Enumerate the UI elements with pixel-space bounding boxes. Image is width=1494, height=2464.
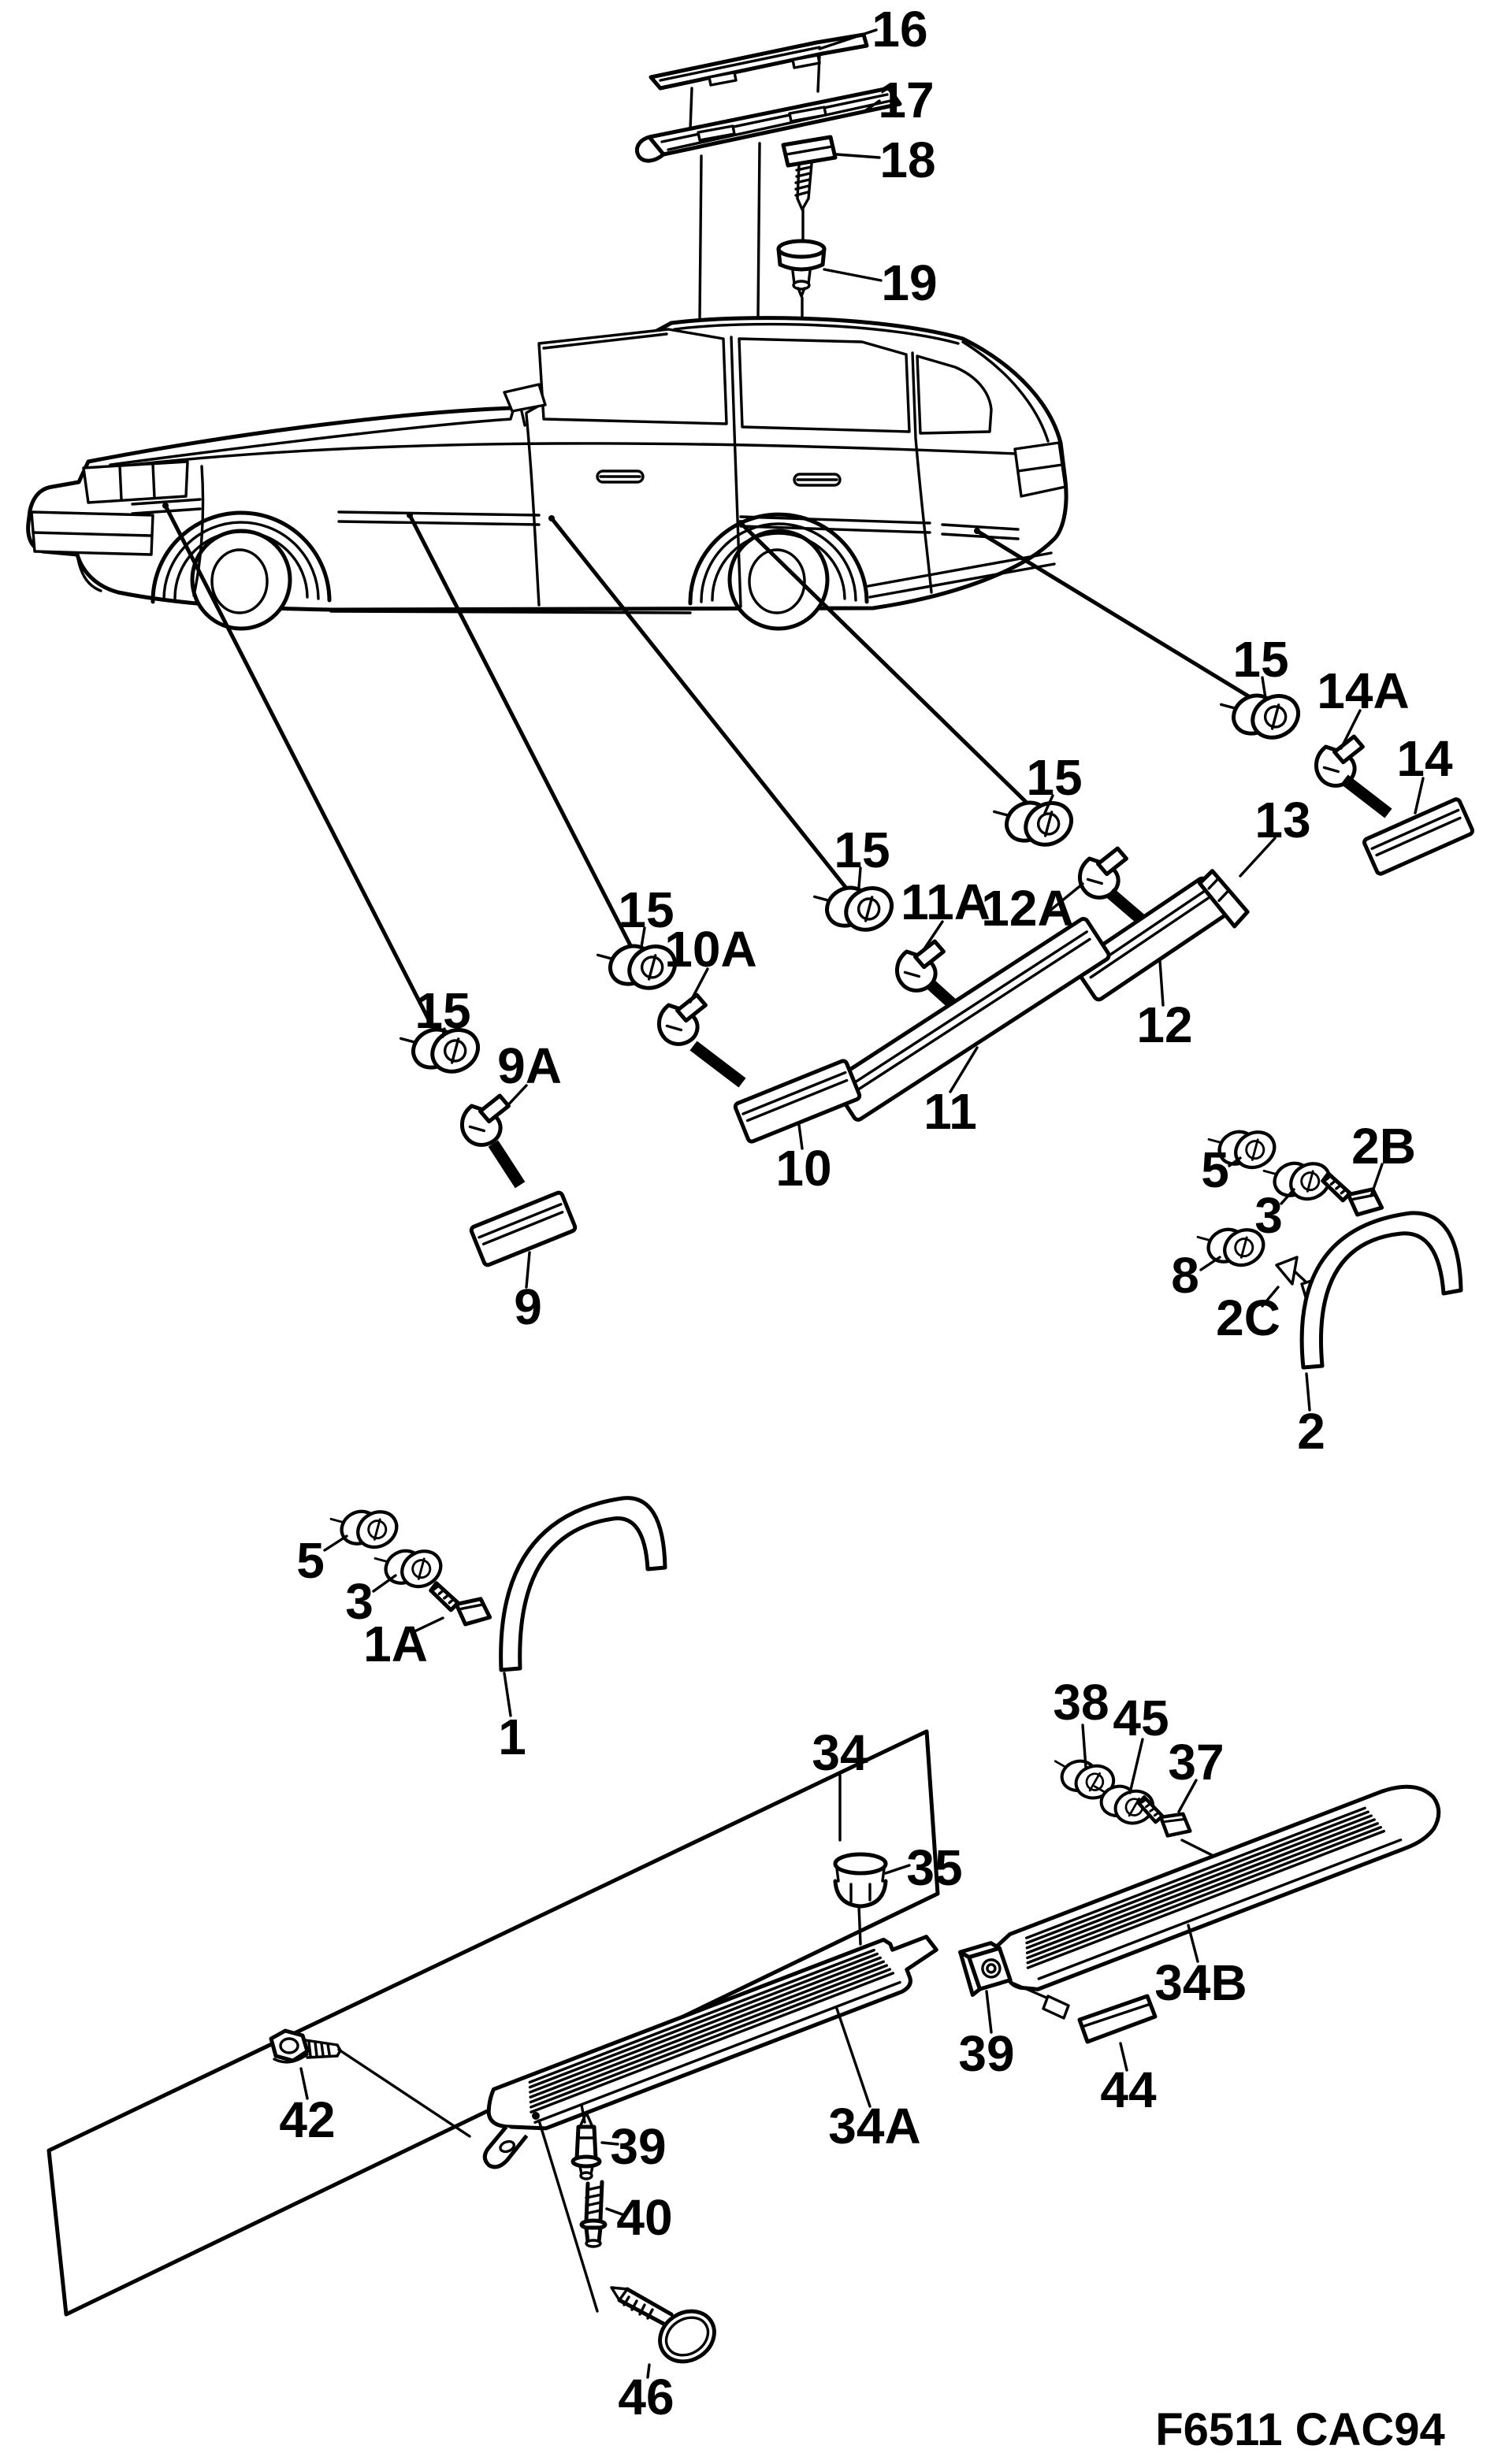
part-label-37: 37 [1168, 1734, 1224, 1790]
arch-trim-2 [1299, 1211, 1463, 1370]
clip-icon [1074, 847, 1136, 903]
part-label-42: 42 [279, 2091, 335, 2148]
screw-40-icon [579, 2180, 608, 2248]
arch-trim-1 [499, 1496, 667, 1672]
clip-icon [891, 940, 953, 996]
rear-arch-cluster [1198, 1112, 1463, 1370]
part-label-5: 5 [1201, 1141, 1229, 1198]
part-label-38: 38 [1053, 1674, 1109, 1731]
push-clip-35-icon [833, 1852, 888, 1909]
grommet-icon [331, 1492, 403, 1562]
part-label-5: 5 [296, 1532, 325, 1589]
taillight [1013, 441, 1067, 498]
moulding-strip-9 [469, 1190, 578, 1267]
part-label-2C: 2C [1216, 1290, 1280, 1346]
part-label-15: 15 [1026, 749, 1082, 806]
footer-code: F6511 CAC94 [1155, 2404, 1445, 2455]
sill-section [46, 1729, 1441, 2364]
clip-icon [653, 993, 715, 1049]
part-label-34B: 34B [1154, 1954, 1247, 2011]
part-label-34A: 34A [828, 2098, 920, 2154]
part-label-2B: 2B [1351, 1118, 1416, 1174]
front-hub [210, 548, 269, 614]
moulding-strip-10 [733, 1059, 862, 1144]
part-label-44: 44 [1100, 2061, 1157, 2118]
sill-moulding-34A [482, 1935, 938, 2169]
part-label-11: 11 [924, 1083, 977, 1140]
part-label-1A: 1A [363, 1616, 428, 1672]
part-label-11A: 11A [901, 874, 990, 930]
part-label-3: 3 [1254, 1187, 1283, 1244]
front-wheel-arch [151, 510, 332, 604]
hex-screw-42-icon [269, 2028, 342, 2064]
part-label-14: 14 [1396, 730, 1453, 787]
part-label-15: 15 [834, 822, 890, 878]
quarter-window [916, 354, 993, 435]
push-rivet-46-icon [610, 2286, 716, 2364]
rear-wheel-arch [688, 512, 869, 606]
headlight [82, 460, 189, 504]
moulding-strip-14 [1362, 797, 1474, 876]
part-label-14A: 14A [1317, 662, 1409, 719]
part-label-39: 39 [610, 2118, 666, 2175]
part-label-45: 45 [1113, 1690, 1169, 1746]
top-assembly [635, 32, 902, 320]
grommet-19-icon [776, 239, 827, 298]
car-illustration [26, 316, 1068, 631]
front-window [537, 328, 728, 425]
part-label-13: 13 [1254, 792, 1310, 848]
part-label-10: 10 [775, 1140, 831, 1197]
leader-lines-from-car [162, 503, 1254, 1034]
part-label-12A: 12A [981, 880, 1073, 937]
front-arch-cluster [331, 1492, 667, 1672]
part-label-15: 15 [1232, 631, 1288, 688]
part-label-35: 35 [906, 1839, 962, 1896]
rear-window [738, 337, 911, 433]
part-label-17: 17 [878, 72, 934, 128]
part-label-2: 2 [1297, 1403, 1325, 1460]
rivet-39-icon [570, 2111, 602, 2180]
part-label-12: 12 [1136, 996, 1192, 1053]
sill-moulding-34B [995, 1784, 1441, 1991]
protective-panel-34 [46, 1729, 940, 2317]
side-mirror [503, 383, 547, 413]
part-label-1: 1 [498, 1709, 526, 1765]
label-leader-lines [299, 28, 1425, 2379]
part-label-40: 40 [616, 2189, 672, 2246]
plate-44-icon [1077, 1994, 1158, 2044]
rear-hub [748, 548, 806, 614]
part-label-19: 19 [881, 254, 937, 311]
part-label-15: 15 [618, 881, 674, 938]
pin-44-icon [1042, 1995, 1070, 2020]
clip-39-icon [958, 1941, 1013, 1997]
moulding-clusters [401, 672, 1474, 1267]
part-label-16: 16 [872, 1, 927, 58]
part-label-46: 46 [618, 2369, 674, 2425]
end-clip-13 [1197, 869, 1250, 929]
part-label-9: 9 [514, 1278, 542, 1335]
part-label-18: 18 [879, 132, 935, 188]
part-label-10A: 10A [664, 921, 756, 978]
part-labels: 16 17 18 19 15 14A 14 15 13 11A 12A 12 1… [279, 1, 1453, 2425]
part-label-3: 3 [345, 1573, 374, 1630]
part-label-34: 34 [812, 1724, 868, 1781]
part-label-39: 39 [958, 2025, 1014, 2082]
part-label-9A: 9A [497, 1037, 562, 1094]
part-label-8: 8 [1171, 1247, 1199, 1304]
square-head-bolt-icon [1320, 1173, 1385, 1217]
screw-18-icon [781, 135, 838, 211]
part-label-15: 15 [414, 982, 470, 1039]
clip-icon [1310, 735, 1373, 791]
